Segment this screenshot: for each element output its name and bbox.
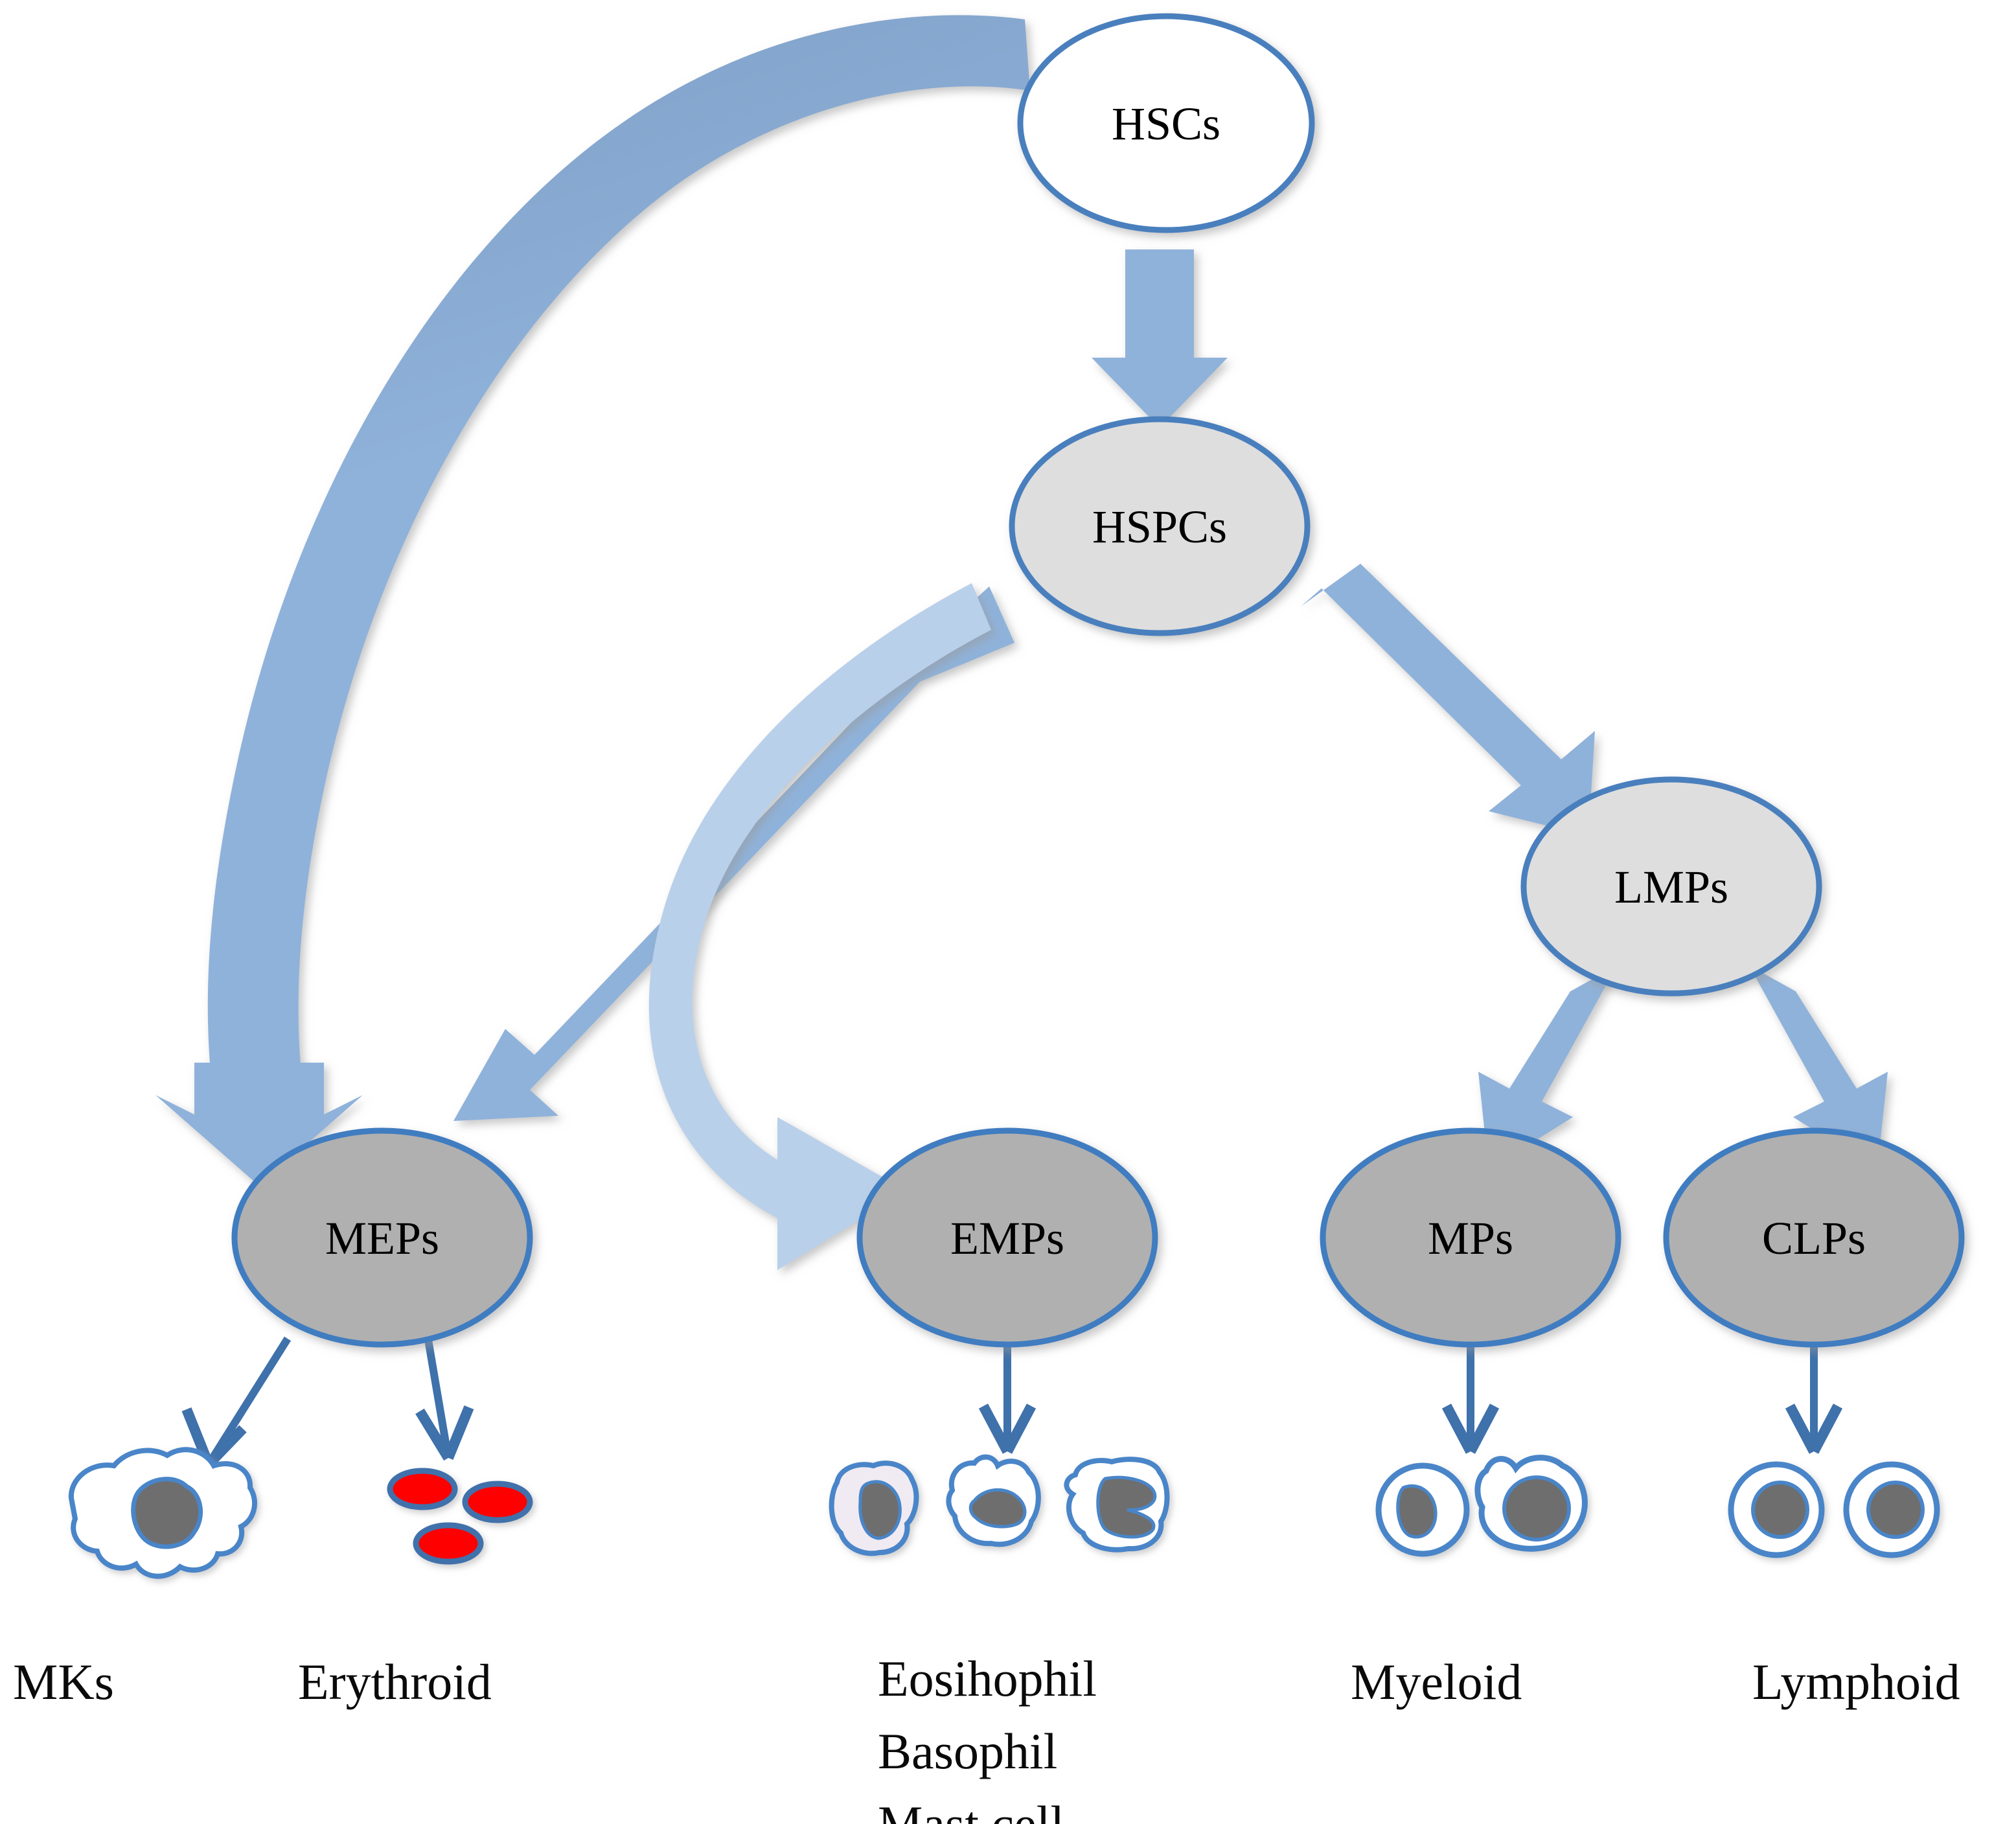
node-emps[interactable] [856,1127,1158,1348]
macrophage-amoeboid-icon [1474,1455,1588,1552]
lineage-label-mks: MKs [13,1654,115,1710]
monocyte-round-icon [1375,1462,1470,1557]
node-lmps[interactable] [1520,776,1822,997]
lineage-label-granulocyte-group: Eosihophil Basophil Mast cell [878,1643,1097,1824]
lineage-label-basophil: Basophil [878,1723,1058,1779]
megakaryocyte-icon [68,1447,258,1579]
lymphocyte-icon-group [1728,1461,1940,1558]
granulocyte-icon-group [829,1454,1170,1556]
edge-meps-to-erythroid [415,1335,474,1461]
lineage-label-erythroid: Erythroid [298,1654,492,1710]
node-hscs[interactable] [1017,13,1315,233]
thin-arrows-group [181,1335,1843,1468]
myelocyte-icon-group [1375,1455,1588,1557]
edge-lmps-to-mps [1478,965,1617,1170]
lymphocyte-icon-2 [1843,1461,1940,1558]
edge-hspcs-to-lmps [1301,564,1595,836]
edge-emps-to-granulocytes [978,1341,1037,1454]
edge-hscs-to-hspcs [1092,249,1228,428]
edge-lmps-to-clps [1749,965,1888,1170]
edge-clps-to-lymphoid [1785,1341,1843,1454]
lymphocyte-icon-1 [1728,1461,1825,1558]
node-clps[interactable] [1663,1127,1965,1348]
mast-cell-icon [1064,1457,1170,1553]
basophil-icon [946,1454,1041,1547]
edge-meps-to-mks [181,1336,292,1468]
lineage-label-eosinophil: Eosihophil [878,1650,1097,1707]
erythrocyte-icon-group [387,1468,533,1565]
lineage-label-lymphoid: Lymphoid [1752,1654,1960,1710]
node-hspcs[interactable] [1009,416,1311,636]
node-meps[interactable] [231,1127,533,1348]
lineage-label-myeloid: Myeloid [1351,1654,1522,1710]
lineage-label-mast-cell: Mast cell [878,1795,1065,1824]
edge-hspcs-to-emps [648,583,991,1270]
node-mps[interactable] [1320,1127,1621,1348]
edge-mps-to-myeloid [1441,1341,1500,1454]
eosinophil-icon [829,1460,919,1556]
edge-hscs-to-meps [155,15,1030,1186]
